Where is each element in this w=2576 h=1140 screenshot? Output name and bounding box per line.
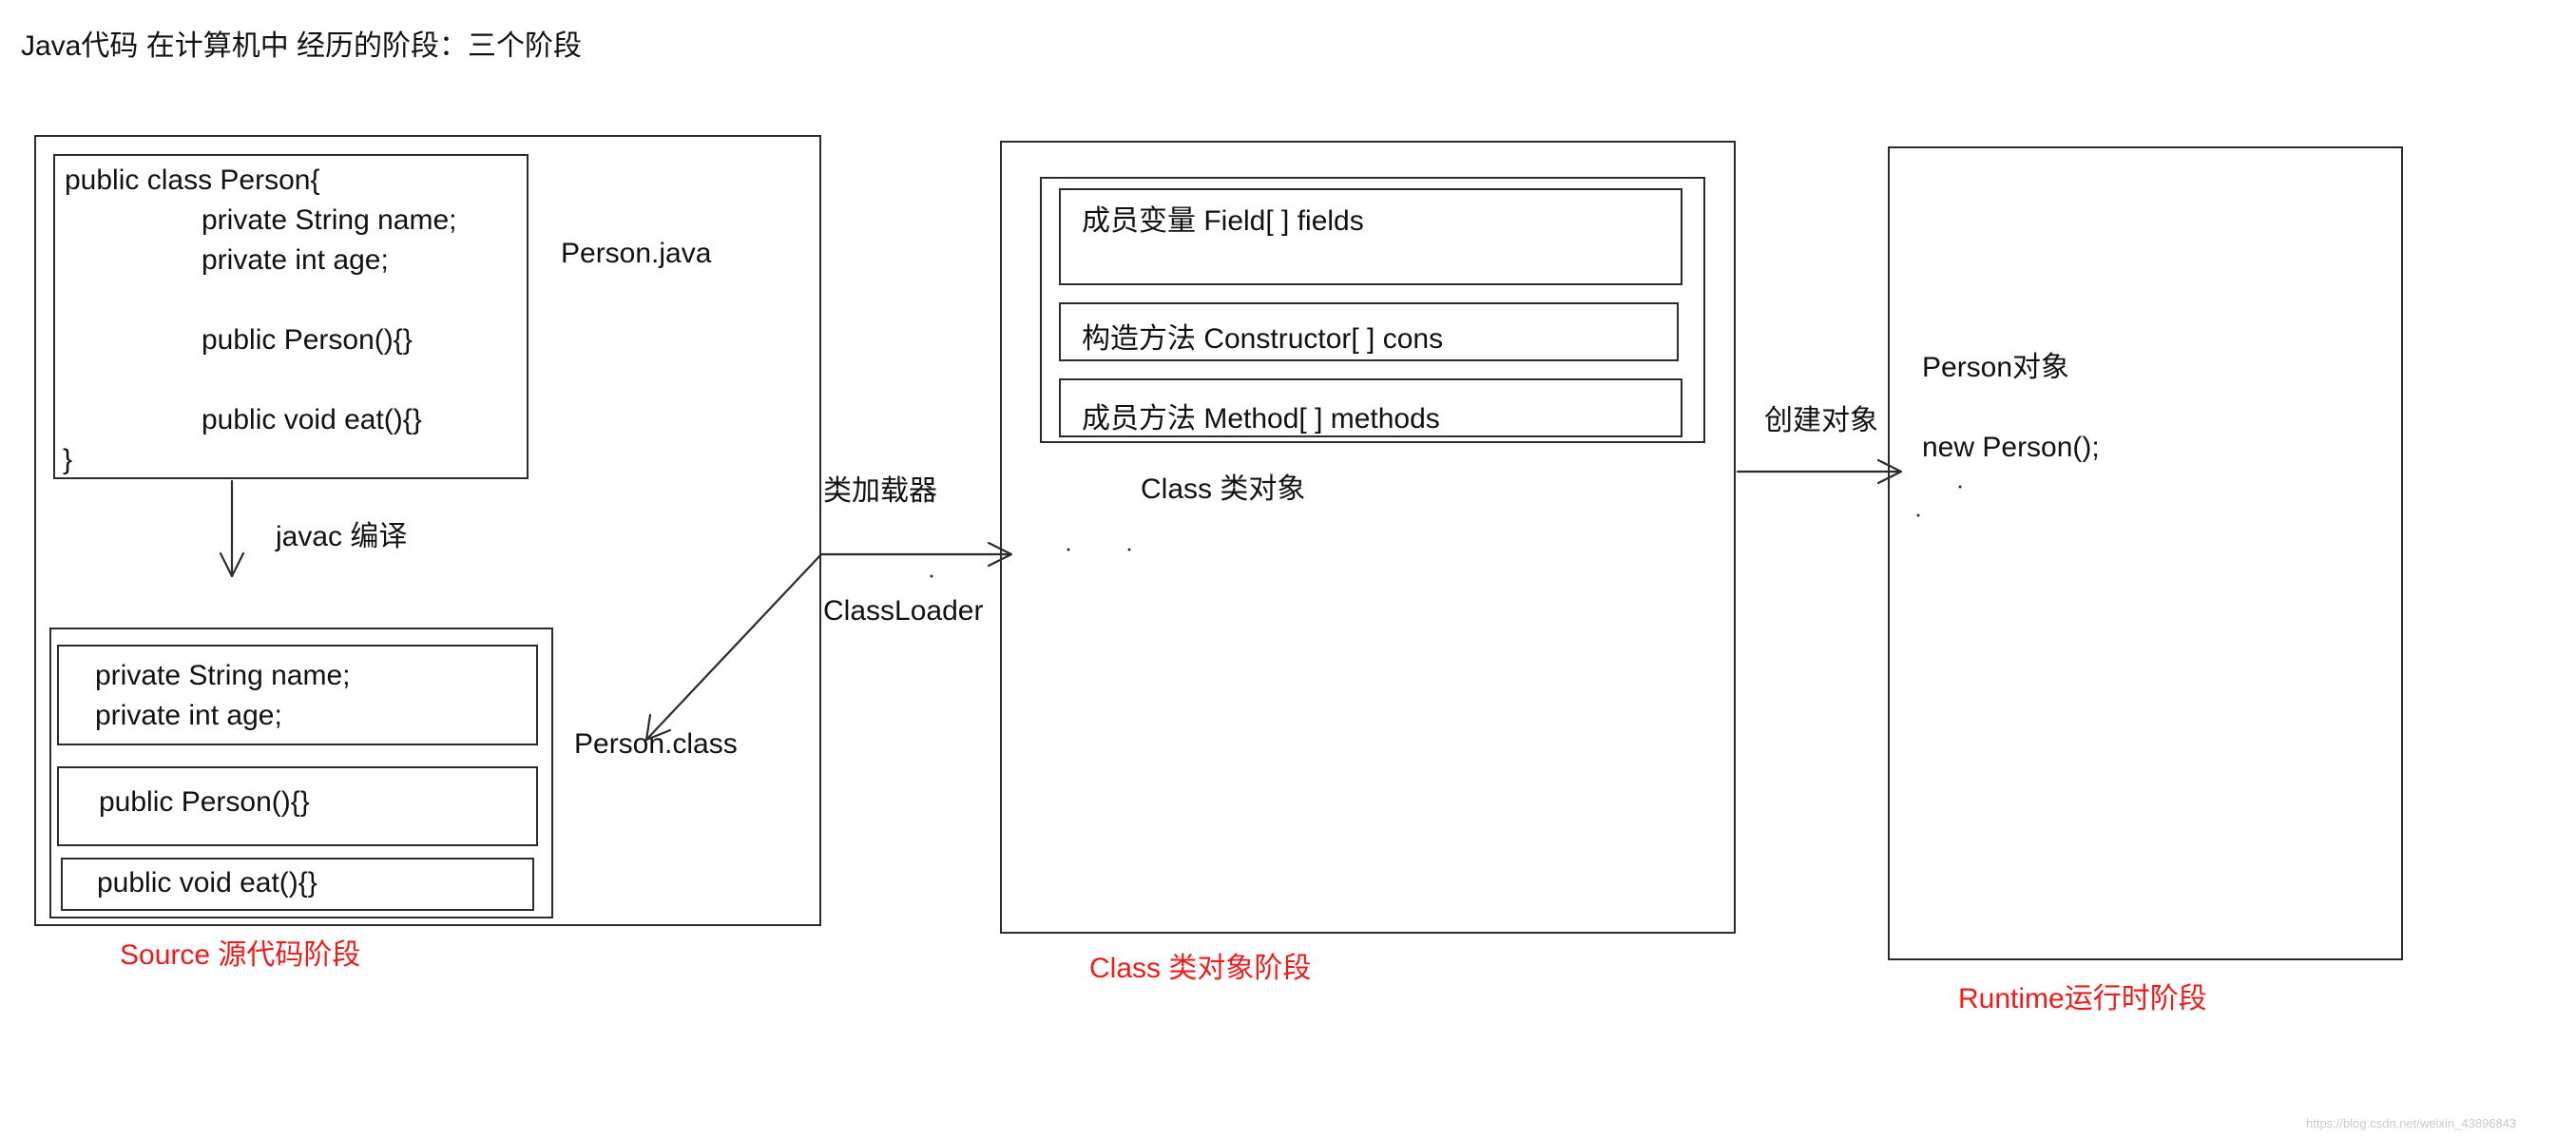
- fields-member-text: 成员变量 Field[ ] fields: [1082, 205, 1364, 237]
- code-line-field-age: private int age;: [202, 244, 389, 276]
- new-person-expression: new Person();: [1922, 432, 2100, 463]
- class-object-label: Class 类对象: [1141, 473, 1306, 505]
- fields-member-box: [1059, 188, 1682, 285]
- code-line-field-name: private String name;: [202, 204, 457, 236]
- diagram-title: Java代码 在计算机中 经历的阶段：三个阶段: [21, 30, 583, 62]
- class-file-constructor-section: [57, 766, 538, 846]
- class-file-method-section: [61, 858, 534, 911]
- watermark-text: https://blog.csdn.net/weixin_43896843: [2306, 1116, 2517, 1130]
- constructors-member-text: 构造方法 Constructor[ ] cons: [1082, 323, 1444, 355]
- code-line-close-brace: }: [63, 444, 73, 475]
- class-loader-cn-label: 类加载器: [823, 475, 937, 507]
- code-line-class-decl: public class Person{: [65, 164, 320, 196]
- code-line-constructor: public Person(){}: [202, 324, 413, 356]
- compile-arrow-head: [219, 551, 245, 578]
- java-source-code-box: [53, 154, 529, 479]
- create-object-label: 创建对象: [1764, 405, 1878, 436]
- class-file-method: public void eat(){}: [97, 867, 317, 898]
- code-line-method: public void eat(){}: [202, 404, 422, 435]
- create-arrow-head: [1876, 458, 1903, 485]
- stray-dot: [1067, 548, 1070, 551]
- loader-arrow-head: [987, 541, 1013, 568]
- stray-dot: [1958, 485, 1962, 489]
- class-file-constructor: public Person(){}: [99, 786, 310, 818]
- class-file-fields-section: [57, 645, 538, 745]
- javac-compile-label: javac 编译: [276, 521, 408, 552]
- methods-member-box: [1059, 378, 1682, 437]
- stray-dot: [1916, 513, 1920, 517]
- person-class-arrow-head: [644, 713, 672, 742]
- source-stage-label: Source 源代码阶段: [120, 939, 361, 971]
- constructors-member-box: [1059, 302, 1679, 361]
- person-java-label: Person.java: [561, 238, 712, 269]
- class-file-field-age: private int age;: [95, 700, 282, 731]
- class-loader-en-label: ClassLoader: [823, 595, 984, 627]
- person-object-label: Person对象: [1922, 352, 2070, 383]
- class-file-field-name: private String name;: [95, 660, 351, 691]
- person-class-label: Person.class: [574, 728, 738, 760]
- stray-dot: [930, 574, 933, 578]
- runtime-stage-label: Runtime运行时阶段: [1958, 983, 2207, 1014]
- person-class-arrow-shaft: [644, 552, 823, 742]
- methods-member-text: 成员方法 Method[ ] methods: [1082, 403, 1440, 435]
- runtime-stage-box: [1888, 146, 2403, 960]
- stray-dot: [1127, 548, 1131, 551]
- class-stage-label: Class 类对象阶段: [1089, 953, 1312, 984]
